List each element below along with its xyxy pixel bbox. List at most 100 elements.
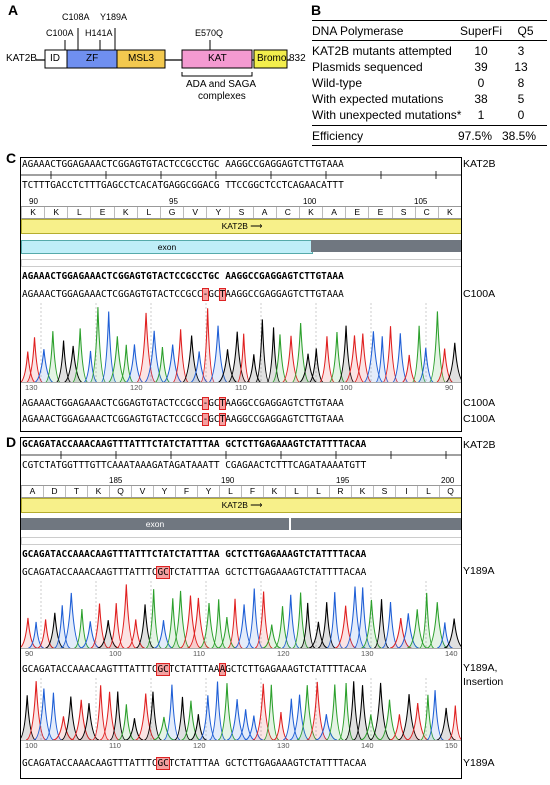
trace-peak — [397, 694, 421, 740]
complex-note-1: ADA and SAGA — [186, 79, 257, 90]
amino-acid: Y — [153, 486, 175, 497]
read-label: C100A — [463, 288, 496, 300]
read-label: Y189A — [463, 757, 495, 769]
trace-peak — [153, 347, 171, 383]
col-header-superfi: SuperFi — [460, 24, 503, 38]
tick-label: 110 — [193, 649, 205, 658]
row-label: With unexpected mutations* — [312, 108, 462, 122]
trace-peak — [397, 613, 419, 648]
trace-peak — [217, 683, 237, 740]
tick-label: 100 — [340, 383, 353, 392]
aa-num: 185 — [109, 476, 123, 485]
complement-seq: TCTTTGACCTCTTTGAGCCTCACATGAGGCGGACG TTCC… — [22, 180, 344, 191]
q5-efficiency: 38.5% — [502, 129, 537, 143]
trace-peak — [33, 349, 55, 383]
trace-peak — [390, 617, 412, 648]
read-seq: GCAGATACCAAACAAGTTTATTTCGCTCTATTTAA GCTC… — [22, 566, 366, 579]
panel-a-label: A — [8, 2, 19, 18]
trace-peak — [252, 683, 274, 740]
panel-b-label: B — [311, 2, 322, 18]
trace-peak — [37, 619, 54, 648]
read-mid: GC — [208, 289, 220, 300]
amino-acid: Q — [439, 486, 461, 497]
mutation-c100a: C100A — [46, 28, 74, 38]
trace-peak — [297, 353, 319, 383]
trace-peak — [217, 616, 237, 648]
trace-peak — [124, 344, 145, 383]
tick-label: 130 — [277, 741, 290, 750]
trace-peak — [281, 335, 301, 383]
insertion-mark: A — [218, 663, 227, 676]
trace-peak — [227, 598, 243, 648]
trace-peak — [199, 602, 220, 648]
superfi-value: 0 — [477, 76, 485, 90]
gene-bar-label: KAT2B — [221, 221, 248, 231]
ref-label: KAT2B — [463, 439, 496, 451]
trace-peak — [171, 329, 190, 383]
trace-peak — [360, 714, 382, 740]
read-label: C100A — [463, 397, 496, 409]
trace-peak — [62, 345, 84, 383]
trace-peak — [145, 589, 162, 648]
amino-acid: L — [219, 486, 241, 497]
row-label: With expected mutations — [312, 92, 444, 106]
amino-acid: K — [298, 207, 322, 218]
read-prefix: AGAAACTGGAGAAACTCGGAGTGTACTCCGCC — [22, 289, 203, 300]
domain-kat: KAT — [208, 53, 227, 64]
trace-peak — [21, 617, 38, 648]
trace-peak — [317, 602, 336, 648]
trace-peak — [315, 714, 338, 740]
superfi-value: 1 — [477, 108, 485, 122]
trace-peak — [236, 333, 251, 383]
read-seq: GCAGATACCAAACAAGTTTATTTCGCTCTATTTAAAGCTC… — [22, 663, 366, 676]
read-seq: AGAAACTGGAGAAACTCGGAGTGTACTCCGCC-GCTAAGG… — [22, 397, 344, 410]
tick-label: 120 — [130, 383, 143, 392]
amino-acid: L — [67, 207, 90, 218]
trace-peak — [336, 325, 356, 383]
trace-peak — [135, 604, 155, 648]
trace-peak — [187, 597, 210, 648]
trace-peak — [291, 322, 311, 383]
trace-peak — [226, 699, 248, 740]
trace-peak — [338, 683, 355, 740]
gene-bar-label: KAT2B — [221, 500, 248, 510]
trace-peak — [209, 681, 226, 740]
aa-num: 195 — [336, 476, 350, 485]
trace-peak — [117, 704, 135, 740]
intron-bar — [311, 240, 461, 252]
trace-peak — [344, 586, 366, 648]
amino-acid: L — [136, 207, 160, 218]
amino-acid: E — [368, 207, 391, 218]
trace-peak — [174, 696, 191, 740]
mutation-mark: T — [218, 288, 227, 301]
complement-seq: CGTCTATGGTTTGTTCAAATAAAGATAGATAAATT CGAG… — [22, 460, 367, 471]
trace-peak — [97, 620, 119, 648]
trace-peak — [443, 618, 461, 648]
trace-peak — [374, 336, 390, 383]
trace-peak — [299, 602, 316, 648]
amino-acid: S — [229, 207, 252, 218]
trace-peak — [369, 682, 392, 740]
trace-peak — [362, 331, 385, 383]
trace-peak — [226, 331, 248, 383]
trace-peak — [89, 307, 107, 383]
efficiency-row: Efficiency 97.5% 38.5% — [312, 126, 547, 146]
gene-annotation-bar: KAT2B ⟶ — [21, 219, 461, 234]
read-label: C100A — [463, 413, 496, 425]
trace-peak — [352, 333, 373, 383]
trace-peak — [245, 354, 263, 383]
amino-acid: V — [131, 486, 153, 497]
trace-peak — [153, 716, 175, 740]
amino-acid: D — [43, 486, 65, 497]
ref-label: KAT2B — [463, 158, 496, 170]
superfi-value: 39 — [474, 60, 488, 74]
read-mid: TCTATTTAA — [168, 664, 220, 675]
superfi-value: 10 — [474, 44, 488, 58]
amino-acid: I — [395, 486, 417, 497]
q5-value: 3 — [517, 44, 525, 58]
trace-peak — [44, 331, 62, 383]
